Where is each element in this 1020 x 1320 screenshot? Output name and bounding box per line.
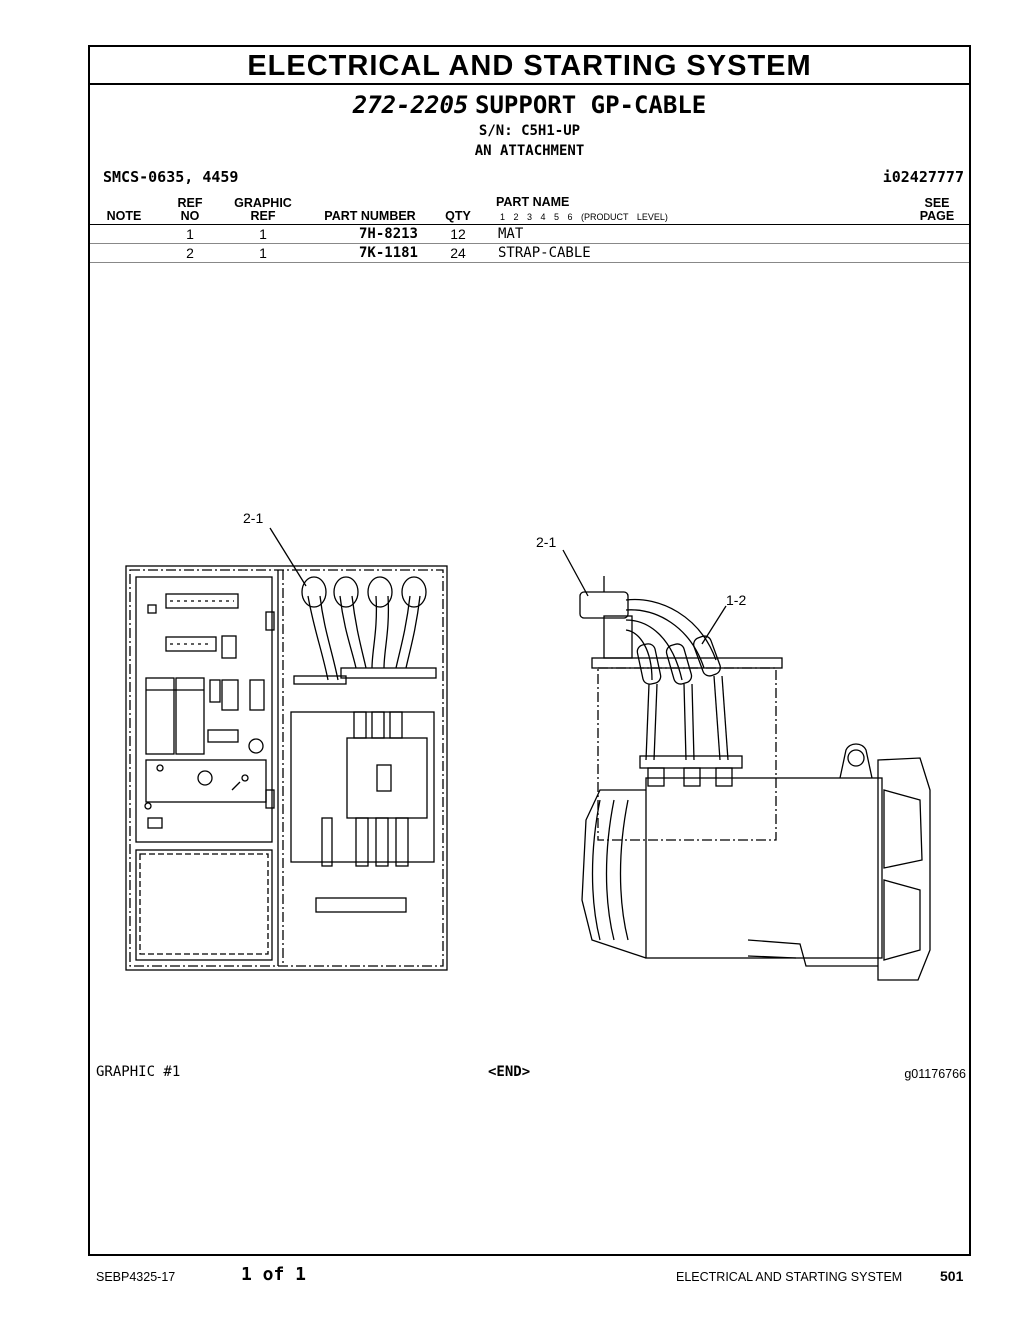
group-number: 272-2205 <box>352 91 469 119</box>
callout-2-1-left: 2-1 <box>243 510 263 526</box>
callout-1-2: 1-2 <box>726 592 746 608</box>
smcs-code: SMCS-0635, 4459 <box>103 168 239 186</box>
end-marker: <END> <box>488 1064 531 1080</box>
row2-divider <box>90 262 969 263</box>
row1-graphic-ref: 1 <box>259 226 267 242</box>
header-ref-top: REF <box>177 196 203 210</box>
group-name: SUPPORT GP-CABLE <box>475 91 707 119</box>
row1-part-name: MAT <box>498 226 524 242</box>
group-title: 272-2205 SUPPORT GP-CABLE <box>90 91 969 120</box>
row2-qty: 24 <box>450 245 466 261</box>
page-number: 501 <box>940 1268 964 1284</box>
row1-divider <box>90 243 969 244</box>
header-graphic-top: GRAPHIC <box>234 196 292 210</box>
graphic-label: GRAPHIC #1 <box>96 1064 181 1080</box>
row1-qty: 12 <box>450 226 466 242</box>
header-qty: QTY <box>445 209 471 223</box>
header-part-number: PART NUMBER <box>324 209 416 223</box>
row1-part-number: 7H-8213 <box>358 226 418 242</box>
cabinet-drawing <box>125 527 448 971</box>
serial-number: S/N: C5H1-UP <box>478 123 581 139</box>
header-graphic-bottom: REF <box>250 209 276 223</box>
header-note: NOTE <box>106 209 142 223</box>
header-divider <box>90 224 969 225</box>
header-part-name: PART NAME <box>496 195 570 209</box>
row1-ref-no: 1 <box>186 226 194 242</box>
graphic-id: g01176766 <box>904 1067 966 1081</box>
row2-part-number: 7K-1181 <box>358 245 418 261</box>
product-levels: 1 2 3 4 5 6 (PRODUCT LEVEL) <box>500 212 668 222</box>
header-ref-bottom: NO <box>180 209 200 223</box>
callout-2-1-right: 2-1 <box>536 534 556 550</box>
illustration-id: i02427777 <box>882 168 964 186</box>
row2-graphic-ref: 1 <box>259 245 267 261</box>
header-see-top: SEE <box>924 196 950 210</box>
footer-section: ELECTRICAL AND STARTING SYSTEM <box>676 1270 903 1284</box>
attachment-label: AN ATTACHMENT <box>474 143 585 159</box>
page-frame: ELECTRICAL AND STARTING SYSTEM 272-2205 … <box>88 45 971 1256</box>
generator-drawing <box>562 549 931 981</box>
row2-part-name: STRAP-CABLE <box>498 245 591 261</box>
page-of: 1 of 1 <box>241 1264 307 1285</box>
header-see-bottom: PAGE <box>919 209 955 223</box>
row2-ref-no: 2 <box>186 245 194 261</box>
section-title: ELECTRICAL AND STARTING SYSTEM <box>90 47 969 85</box>
doc-number: SEBP4325-17 <box>96 1270 176 1284</box>
